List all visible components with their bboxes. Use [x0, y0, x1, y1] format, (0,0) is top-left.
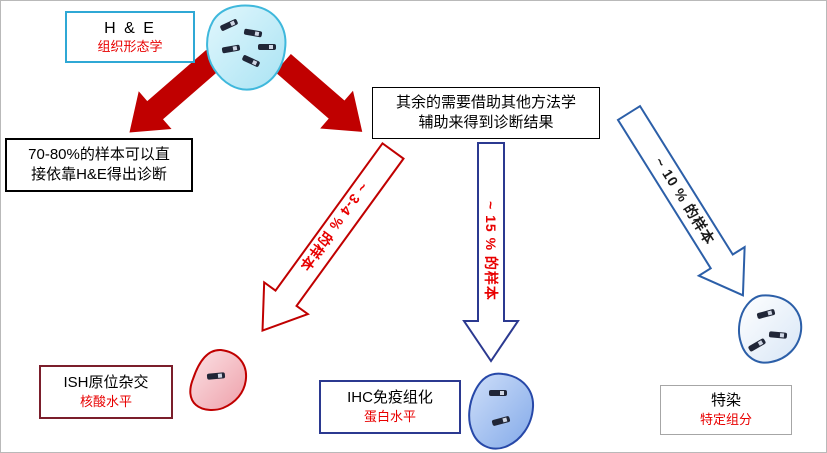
ish-tissue-cell-icon: [189, 348, 248, 411]
direct-diagnosis-box: 70-80%的样本可以直 接依靠H&E得出诊断: [5, 138, 193, 192]
direct-diagnosis-line2: 接依靠H&E得出诊断: [31, 166, 167, 183]
ihc-arrow-label: ~ 15 % 的样本: [483, 201, 499, 301]
ihc-box: IHC免疫组化 蛋白水平: [319, 380, 461, 434]
special-stain-subtitle: 特定组分: [699, 411, 752, 427]
ish-subtitle: 核酸水平: [79, 393, 132, 409]
arrow-to-special-icon: [616, 104, 746, 297]
arrow-he-to-other-icon: [275, 53, 363, 132]
ihc-subtitle: 蛋白水平: [363, 408, 416, 424]
he-box: H & E 组织形态学: [65, 11, 195, 63]
sample-bar-icon: [748, 338, 766, 352]
sample-bar-icon: [489, 390, 507, 396]
direct-diagnosis-line1: 70-80%的样本可以直: [28, 145, 170, 163]
ish-box: ISH原位杂交 核酸水平: [39, 365, 173, 419]
sample-bar-icon: [756, 309, 776, 319]
sample-bar-icon: [243, 28, 263, 38]
he-subtitle: 组织形态学: [97, 39, 163, 55]
he-title: H & E: [104, 19, 156, 37]
sample-bar-icon: [491, 416, 511, 426]
arrow-he-to-direct-icon: [129, 49, 222, 133]
he-tissue-cell-icon: [206, 4, 287, 91]
special-stain-box: 特染 特定组分: [660, 385, 792, 435]
sample-bar-icon: [242, 55, 260, 67]
ihc-tissue-cell-icon: [468, 372, 535, 450]
special-stain-title: 特染: [710, 392, 741, 410]
special-tissue-cell-icon: [738, 294, 803, 364]
arrow-to-ihc-icon: [462, 142, 520, 363]
arrow-to-ish-icon: [261, 141, 405, 333]
sample-bar-icon: [258, 44, 276, 50]
ihc-title: IHC免疫组化: [347, 389, 433, 407]
other-methods-box: 其余的需要借助其他方法学 辅助来得到诊断结果: [372, 87, 600, 139]
other-methods-line2: 辅助来得到诊断结果: [418, 114, 554, 131]
sample-bar-icon: [220, 19, 238, 31]
ish-title: ISH原位杂交: [63, 374, 149, 392]
sample-bar-icon: [221, 44, 241, 54]
sample-bar-icon: [768, 331, 788, 339]
other-methods-line1: 其余的需要借助其他方法学: [395, 93, 576, 111]
sample-bar-icon: [206, 372, 226, 380]
